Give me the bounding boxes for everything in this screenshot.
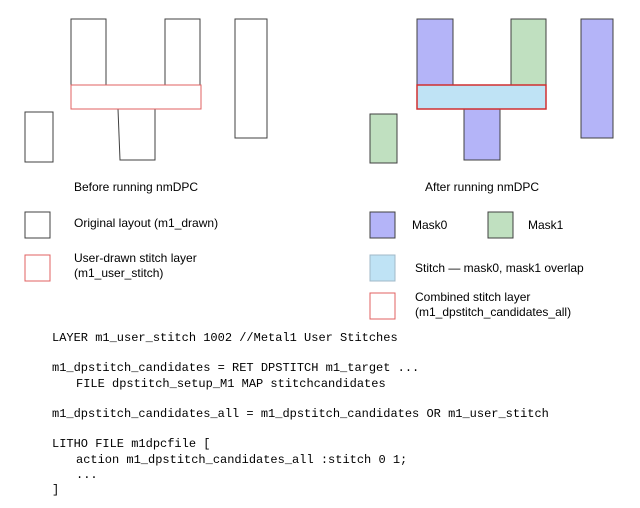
legend-original-swatch — [24, 211, 51, 239]
legend-user-stitch-label-1: User-drawn stitch layer — [74, 251, 197, 265]
legend-stitch-label: Stitch — mask0, mask1 overlap — [415, 261, 584, 275]
legend-mask1-label: Mask1 — [528, 218, 564, 232]
legend-user-stitch-label-2: (m1_user_stitch) — [74, 266, 163, 280]
after-right-bar-mask0 — [580, 18, 614, 139]
code-line: FILE dpstitch_setup_M1 MAP stitchcandida… — [76, 376, 386, 391]
legend-right: Mask0 Mask1 Stitch — mask0, mask1 overla… — [369, 211, 584, 320]
legend-mask0-label: Mask0 — [412, 218, 448, 232]
code-line: ... — [76, 467, 98, 482]
before-caption: Before running nmDPC — [74, 180, 198, 194]
after-stitch-bar — [416, 84, 547, 110]
legend-combined-label-1: Combined stitch layer — [415, 290, 530, 304]
before-shape-right-arm — [164, 18, 201, 86]
legend-combined-swatch — [369, 292, 396, 320]
after-left-arm-mask0 — [416, 18, 454, 86]
code-line: action m1_dpstitch_candidates_all :stitc… — [76, 452, 408, 467]
legend-combined-label-2: (m1_dpstitch_candidates_all) — [415, 305, 571, 319]
after-right-arm-mask1 — [510, 18, 547, 86]
after-panel: After running nmDPC — [369, 18, 614, 194]
before-shape-left-arm — [70, 18, 107, 86]
code-line: m1_dpstitch_candidates = RET DPSTITCH m1… — [52, 361, 420, 376]
after-stem-mask0 — [463, 108, 501, 161]
code-blank-line — [52, 346, 549, 361]
code-line: LITHO FILE m1dpcfile [ — [52, 437, 211, 452]
legend-mask0-swatch — [369, 211, 396, 239]
before-user-stitch-bar — [70, 84, 202, 110]
after-left-bar-mask1 — [369, 113, 398, 164]
code-blank-line — [52, 392, 549, 407]
legend-mask1-swatch — [487, 211, 514, 239]
code-block: LAYER m1_user_stitch 1002 //Metal1 User … — [52, 331, 549, 498]
code-line: m1_dpstitch_candidates_all = m1_dpstitch… — [52, 406, 549, 421]
legend-user-stitch-swatch — [24, 254, 51, 282]
legend-stitch-swatch — [369, 254, 396, 282]
code-line: ] — [52, 482, 60, 497]
legend-left: Original layout (m1_drawn) User-drawn st… — [24, 211, 218, 282]
before-right-bar — [234, 18, 268, 139]
before-panel: Before running nmDPC — [24, 18, 268, 194]
before-shape-stem — [117, 108, 156, 161]
code-blank-line — [52, 422, 549, 437]
legend-original-label: Original layout (m1_drawn) — [74, 216, 218, 230]
before-left-bar — [24, 111, 54, 163]
code-line: LAYER m1_user_stitch 1002 //Metal1 User … — [52, 331, 398, 345]
after-caption: After running nmDPC — [425, 180, 539, 194]
